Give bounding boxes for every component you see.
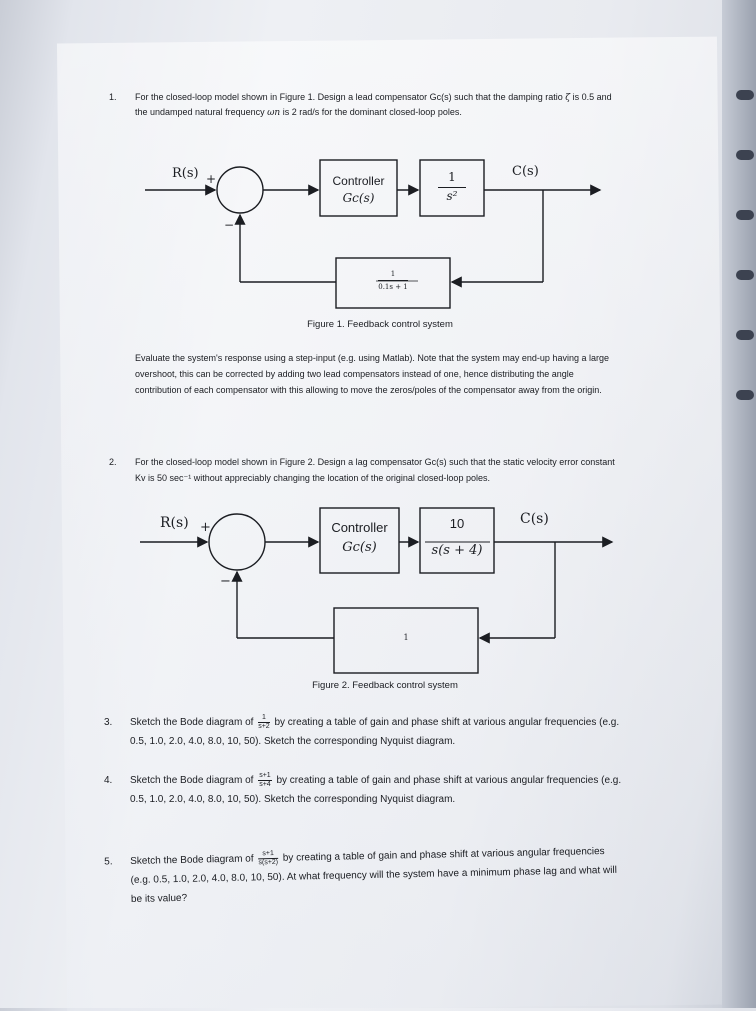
binder-ring (736, 330, 754, 340)
binder-ring (736, 150, 754, 160)
input-label-2: R(s) (160, 515, 189, 531)
figure-1-caption: Figure 1. Feedback control system (307, 319, 453, 330)
controller-block-1 (319, 159, 398, 217)
fraction-bar (378, 280, 408, 281)
controller-label-2: Controller (331, 520, 388, 535)
binder-edge (722, 0, 756, 1008)
binder-ring (736, 90, 754, 100)
minus-sign-1: − (224, 218, 235, 232)
plus-sign-1: + (206, 172, 217, 186)
evaluate-paragraph: Evaluate the system's response using a s… (135, 353, 609, 395)
plant-numerator-2: 10 (449, 516, 465, 531)
figure-2-caption: Figure 2. Feedback control system (312, 680, 458, 691)
plant-denominator-2: s(s + 4) (431, 543, 483, 558)
question-number: 1. (109, 92, 117, 102)
feedback-block-1 (335, 257, 451, 309)
output-label-1: C(s) (512, 164, 539, 179)
question-number: 5. (104, 856, 113, 868)
controller-block-2 (319, 507, 400, 574)
fraction-bar (438, 187, 466, 188)
question-number: 2. (109, 457, 117, 467)
summing-junction-2 (208, 513, 266, 571)
binder-ring (736, 270, 754, 280)
question-number: 3. (104, 717, 113, 728)
plant-denominator-1: s² (446, 189, 458, 203)
controller-tf-1: Gc(s) (342, 191, 375, 205)
controller-label-1: Controller (332, 174, 385, 188)
plant-numerator-1: 1 (448, 170, 456, 184)
question-1: 1. For the closed-loop model shown in Fi… (109, 92, 612, 118)
plus-sign-2: + (200, 520, 211, 535)
feedback-denominator-1: 0.1s + 1 (378, 283, 408, 291)
plant-block-2 (419, 507, 495, 574)
feedback-gain-2: 1 (403, 633, 409, 642)
question-number: 4. (104, 775, 113, 786)
question-2: 2. For the closed-loop model shown in Fi… (109, 454, 621, 486)
feedback-block-2 (333, 607, 479, 674)
feedback-numerator-1: 1 (390, 270, 396, 278)
summing-junction-1 (216, 166, 264, 214)
controller-tf-2: Gc(s) (342, 540, 377, 555)
input-label-1: R(s) (172, 166, 199, 181)
output-label-2: C(s) (520, 511, 549, 527)
binder-ring (736, 390, 754, 400)
plant-block-1 (419, 159, 485, 217)
minus-sign-2: − (220, 574, 231, 589)
binder-ring (736, 210, 754, 220)
